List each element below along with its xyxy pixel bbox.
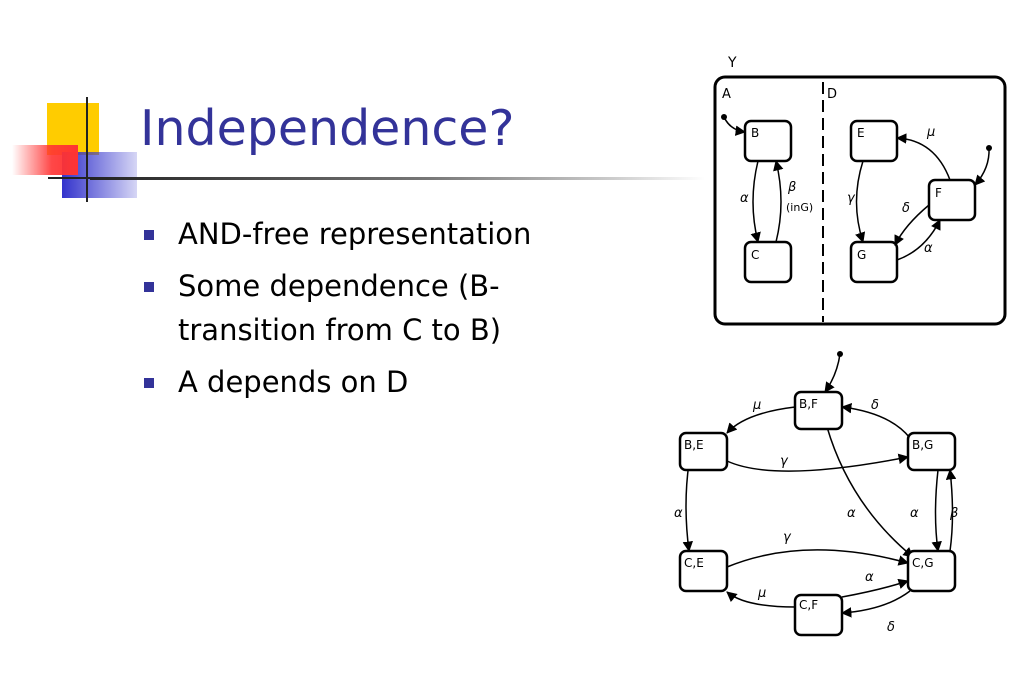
product-state-graph: μ δ γ α α α β γ μ α δ B,F B,E B,G C,E C,… bbox=[674, 351, 958, 637]
label-delta-low: δ bbox=[887, 620, 895, 635]
state-f bbox=[927, 178, 977, 222]
bullet-item: Some dependence (B-transition from C to … bbox=[140, 264, 580, 352]
state-e-label: E bbox=[857, 126, 865, 140]
bullet-text: AND-free representation bbox=[178, 217, 532, 251]
node-bf bbox=[793, 390, 844, 431]
node-cf-label: C,F bbox=[799, 598, 818, 612]
node-bg-label: B,G bbox=[912, 438, 933, 452]
edge-cg-bg bbox=[945, 468, 957, 552]
label-mu: μ bbox=[926, 125, 935, 140]
edge-be-ce bbox=[682, 462, 693, 553]
bullet-square-icon bbox=[144, 230, 154, 240]
edge-ce-cg bbox=[726, 549, 910, 568]
node-be bbox=[678, 431, 729, 472]
node-cf bbox=[793, 593, 844, 637]
node-cg bbox=[906, 549, 957, 593]
label-beta-condition: (inG) bbox=[786, 201, 813, 214]
transition-alpha-d bbox=[896, 219, 941, 261]
label-beta: β bbox=[787, 180, 796, 195]
edge-cf-ce bbox=[726, 591, 796, 608]
edge-bg-bf bbox=[840, 402, 911, 439]
statechart-diagram: Y A D B C E F G α β (inG) γ μ δ α bbox=[713, 55, 1007, 326]
outer-state-label: Y bbox=[727, 55, 737, 71]
node-cg-label: C,G bbox=[912, 556, 934, 570]
edge-cg-cf bbox=[840, 590, 911, 618]
bullet-square-icon bbox=[144, 378, 154, 388]
state-c-label: C bbox=[751, 248, 759, 262]
edge-bf-be bbox=[726, 406, 796, 434]
state-g-label: G bbox=[857, 248, 866, 262]
state-b-label: B bbox=[751, 126, 759, 140]
bullet-text: A depends on D bbox=[178, 365, 409, 399]
edge-be-bg bbox=[726, 453, 910, 472]
entry-arrow bbox=[824, 353, 841, 393]
label-alpha: α bbox=[740, 191, 749, 206]
label-delta-top: δ bbox=[871, 398, 879, 413]
label-alpha-d: α bbox=[924, 241, 933, 256]
bullet-square-icon bbox=[144, 282, 154, 292]
node-bg bbox=[906, 431, 957, 472]
label-alpha-low: α bbox=[865, 570, 874, 585]
bullet-item: A depends on D bbox=[140, 360, 580, 404]
transition-mu bbox=[895, 133, 951, 181]
default-arrow-a bbox=[723, 116, 747, 136]
edge-bg-cg bbox=[931, 469, 942, 553]
transition-alpha bbox=[750, 160, 761, 244]
region-a-label: A bbox=[722, 87, 731, 102]
default-arrow-d bbox=[974, 147, 990, 186]
edge-bf-cg bbox=[826, 426, 914, 558]
label-mu-low: μ bbox=[757, 586, 766, 601]
slide-decoration bbox=[12, 97, 137, 202]
node-bf-label: B,F bbox=[799, 397, 818, 411]
deco-red-bar bbox=[12, 145, 78, 175]
edge-cf-cg bbox=[841, 578, 909, 598]
node-ce-label: C,E bbox=[684, 556, 704, 570]
label-gamma-mid: γ bbox=[780, 454, 789, 469]
label-gamma-low: γ bbox=[783, 530, 792, 545]
state-f-label: F bbox=[935, 186, 942, 200]
bullet-text: Some dependence (B-transition from C to … bbox=[178, 269, 502, 347]
transition-beta bbox=[773, 159, 784, 243]
label-delta: δ bbox=[902, 201, 910, 216]
label-alpha-center: α bbox=[847, 506, 856, 521]
bullet-list: AND-free representation Some dependence … bbox=[140, 212, 580, 412]
slide-title: Independence? bbox=[140, 100, 515, 157]
label-gamma: γ bbox=[847, 191, 856, 206]
outer-state-box bbox=[713, 75, 1007, 326]
label-alpha-right: α bbox=[910, 506, 919, 521]
label-beta-right: β bbox=[949, 506, 958, 521]
state-g bbox=[849, 240, 899, 284]
state-b bbox=[743, 119, 793, 163]
node-ce bbox=[678, 549, 729, 593]
transition-delta bbox=[894, 204, 930, 246]
state-c bbox=[743, 240, 793, 284]
node-be-label: B,E bbox=[684, 438, 704, 452]
title-underline bbox=[90, 177, 705, 180]
region-d-label: D bbox=[827, 87, 837, 102]
label-alpha-left: α bbox=[674, 506, 683, 521]
bullet-item: AND-free representation bbox=[140, 212, 580, 256]
transition-gamma bbox=[855, 160, 866, 243]
label-mu-top: μ bbox=[752, 398, 761, 413]
